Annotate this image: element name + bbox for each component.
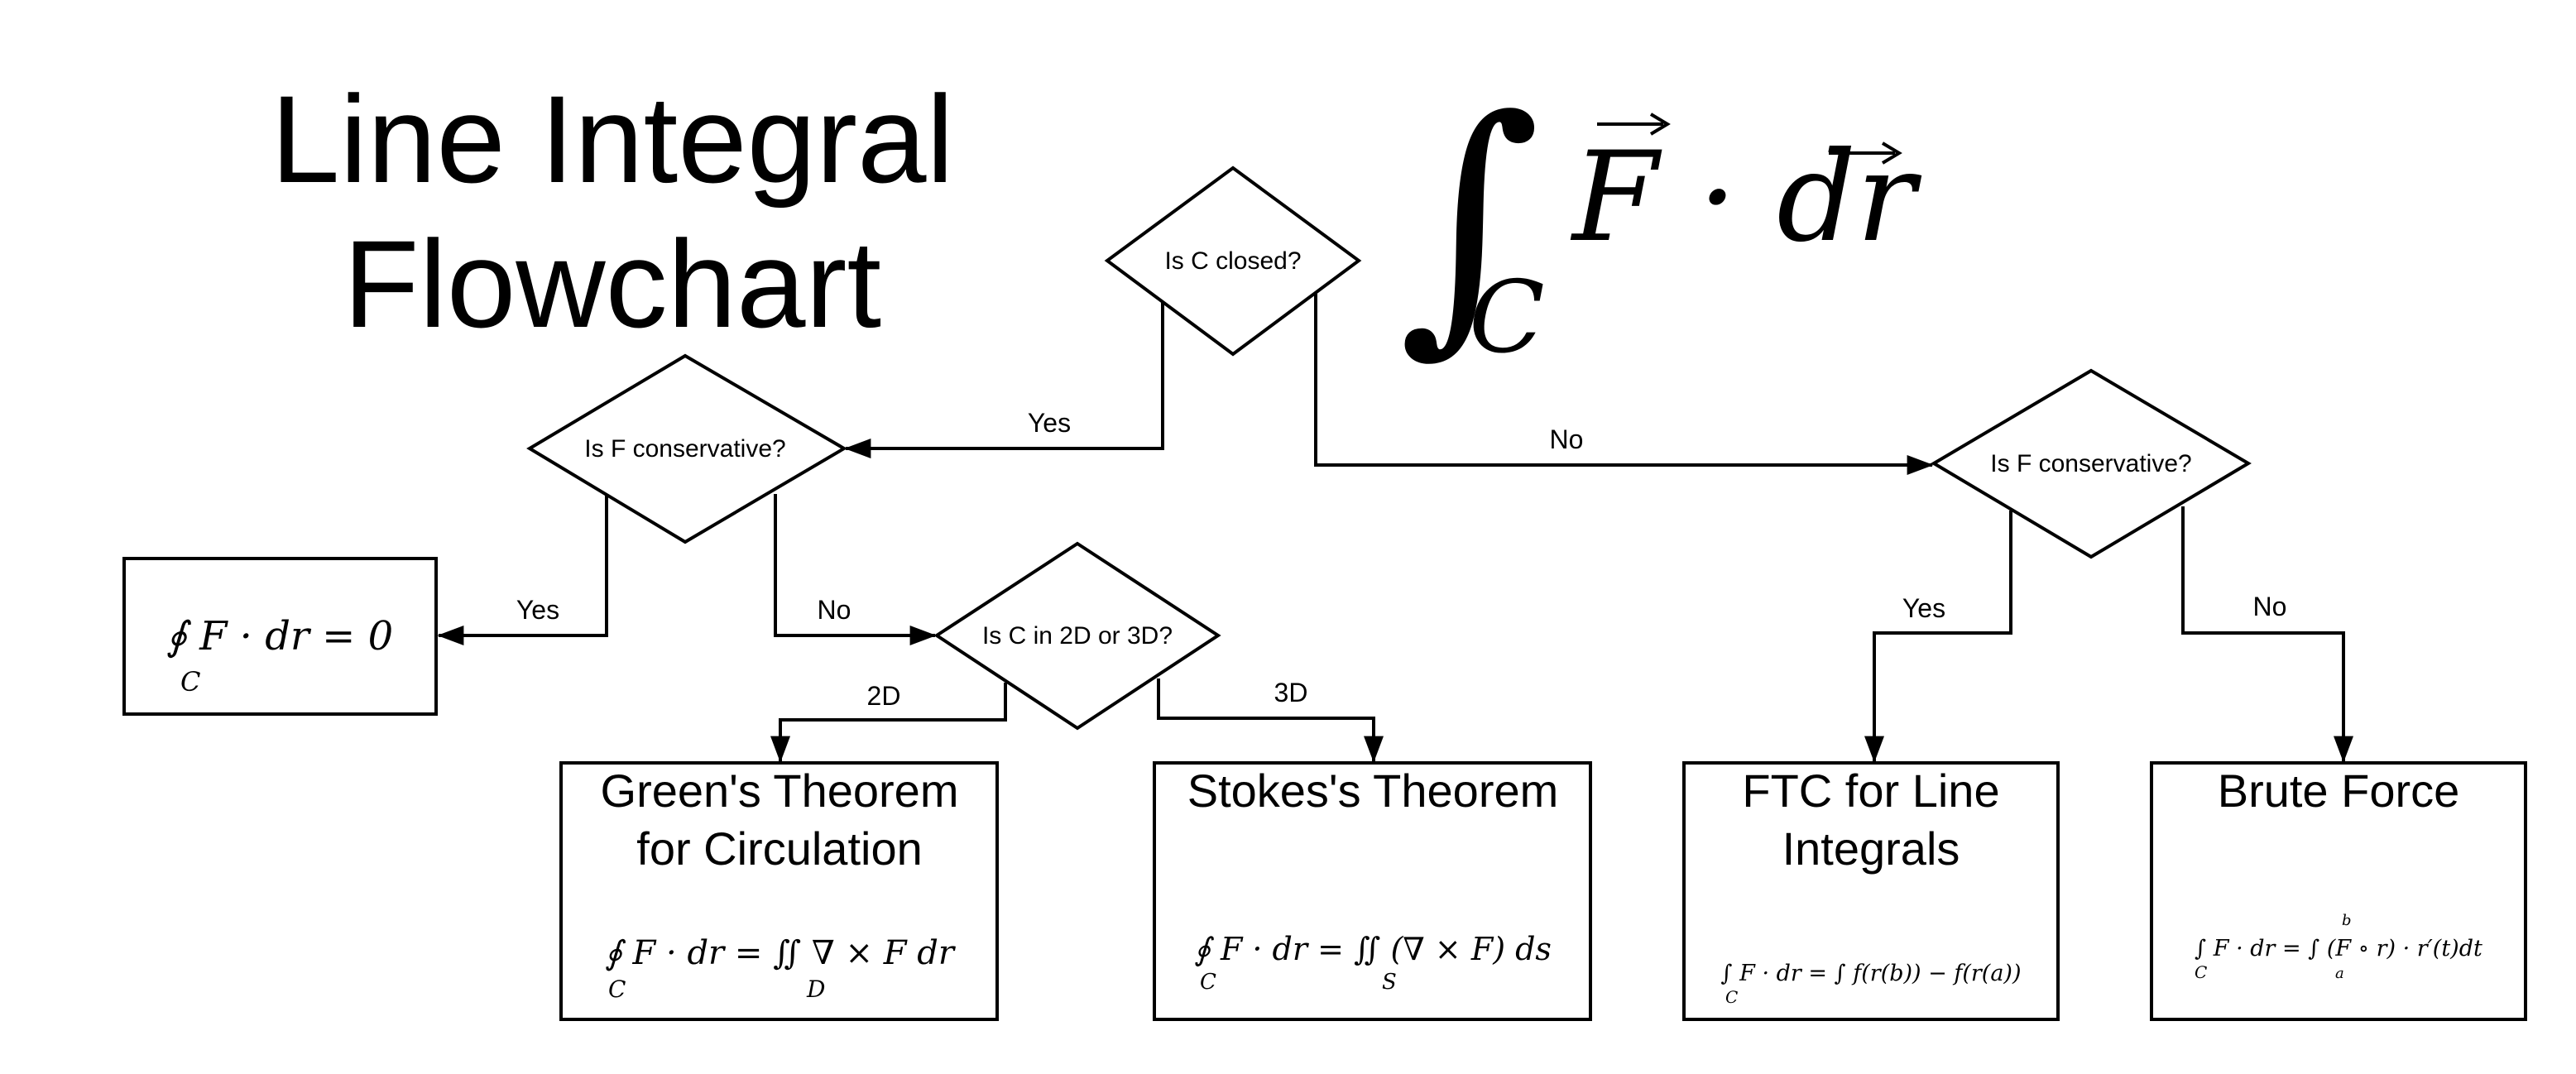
result-greens-title-2: for Circulation: [636, 822, 922, 875]
edge-dim-3d: [1157, 678, 1384, 763]
result-brute-force: Brute Force ∫ F · dr = ∫ (F ∘ r) · r′(t)…: [2150, 761, 2527, 1021]
decision-is-c-closed-label: Is C closed?: [1164, 247, 1301, 275]
result-stokes-title: Stokes's Theorem: [1187, 765, 1559, 817]
edge-label-dim-2d: 2D: [867, 681, 901, 711]
result-zero-circulation: ∮ F · dr = 0 C: [122, 557, 438, 716]
result-ftc-formula: ∫ F · dr = ∫ f(r(b)) − f(r(a)): [1721, 961, 2022, 986]
result-stokes-formula: ∮ F · dr = ∬ (∇ × F) ds: [1194, 931, 1552, 967]
result-greens-theorem: Green's Theorem for Circulation ∮ F · dr…: [559, 761, 999, 1021]
result-stokes-sub-s: S: [1382, 970, 1397, 995]
decision-is-c-2d-or-3d: Is C in 2D or 3D?: [933, 541, 1221, 731]
result-zero-formula: ∮ F · dr = 0: [166, 613, 393, 659]
edge-label-cons-open-no: No: [2253, 592, 2287, 621]
edge-cons-open-yes: [1864, 511, 2012, 763]
header-integral-sign: ∫: [1398, 61, 1541, 379]
decision-is-c-closed: Is C closed?: [1104, 165, 1362, 357]
result-brute-formula: ∫ F · dr = ∫ (F ∘ r) · r′(t)dt: [2195, 936, 2482, 961]
edge-label-dim-3d: 3D: [1274, 678, 1308, 707]
header-integral-subscript: C: [1469, 261, 1545, 376]
header-integrand: F · dr: [1570, 126, 1922, 270]
result-greens-title-1: Green's Theorem: [601, 765, 959, 817]
result-brute-title: Brute Force: [2218, 765, 2460, 817]
result-ftc-sub-c: C: [1725, 987, 1738, 1007]
decision-is-f-conservative-closed: Is F conservative?: [526, 353, 847, 544]
result-ftc-line-integrals: FTC for Line Integrals ∫ F · dr = ∫ f(r(…: [1682, 761, 2060, 1021]
decision-is-f-conservative-closed-label: Is F conservative?: [584, 435, 785, 463]
edge-closed-no: [1314, 294, 1934, 475]
edge-label-cons-closed-yes: Yes: [516, 595, 559, 625]
result-greens-formula: ∮ F · dr = ∬ ∇ × F dr: [605, 934, 957, 972]
result-ftc-title-2: Integrals: [1782, 822, 1960, 875]
edge-label-closed-no: No: [1550, 424, 1584, 454]
title-line-1: Line Integral: [271, 70, 954, 209]
result-zero-subscript: C: [180, 666, 200, 698]
result-brute-sub-c: C: [2195, 962, 2207, 982]
result-stokes-theorem: Stokes's Theorem ∮ F · dr = ∬ (∇ × F) ds…: [1153, 761, 1592, 1021]
edge-cons-closed-yes: [437, 494, 608, 645]
result-brute-lower-limit: a: [2335, 965, 2344, 982]
result-stokes-sub-c: C: [1200, 970, 1216, 995]
title-line-2: Flowchart: [343, 214, 881, 353]
decision-is-f-conservative-open-label: Is F conservative?: [1990, 450, 2191, 477]
decision-is-f-conservative-open: Is F conservative?: [1931, 368, 2252, 559]
header-vector-arrows: [1597, 113, 1902, 165]
decision-is-c-2d-or-3d-label: Is C in 2D or 3D?: [982, 622, 1173, 650]
edge-label-cons-closed-no: No: [818, 595, 851, 625]
result-ftc-title-1: FTC for Line: [1742, 765, 1999, 817]
edge-closed-yes: [844, 302, 1164, 458]
edge-dim-2d: [770, 683, 1007, 763]
edge-cons-open-no: [2181, 506, 2353, 763]
edge-label-cons-open-yes: Yes: [1902, 593, 1945, 623]
edge-label-closed-yes: Yes: [1028, 408, 1071, 438]
result-greens-sub-c: C: [608, 976, 626, 1003]
edge-cons-closed-no: [774, 494, 937, 645]
result-greens-sub-d: D: [806, 976, 825, 1003]
header-formula: ∫ C F · dr: [1398, 61, 1922, 379]
result-brute-upper-limit: b: [2342, 912, 2352, 929]
